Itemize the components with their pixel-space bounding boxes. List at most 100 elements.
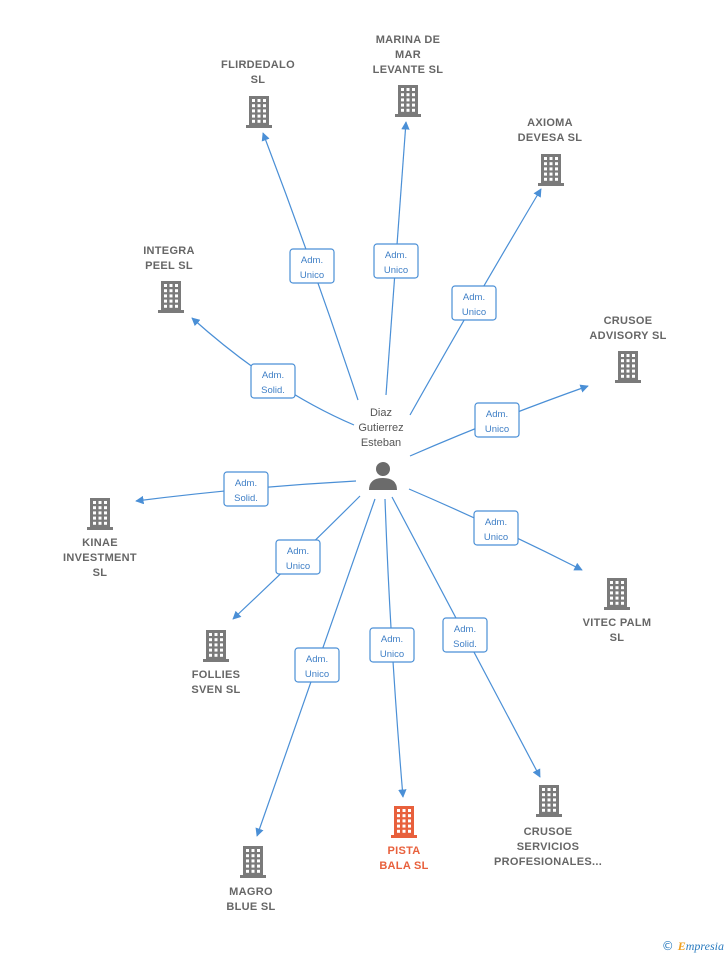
company-label-magro-line: MAGRO (229, 886, 273, 898)
role-text-crusoe-adv: Adm. Unico (485, 409, 509, 435)
role-box-crusoe-serv (442, 617, 488, 653)
role-badge-axioma[interactable]: Adm. Unico (451, 285, 497, 321)
company-label-crusoe-adv-line: ADVISORY SL (589, 330, 666, 342)
role-text-pista-line: Adm. (381, 634, 403, 645)
role-text-vitec-line: Adm. (485, 517, 507, 528)
company-label-follies-line: SVEN SL (191, 684, 240, 696)
company-label-vitec-line: VITEC PALM (583, 617, 652, 629)
building-icon-kinae[interactable] (87, 498, 113, 530)
role-text-marina: Adm.Unico (384, 250, 408, 276)
role-text-axioma: Adm. Unico (462, 292, 486, 318)
role-box-pista (369, 627, 415, 663)
role-badge-vitec[interactable]: Adm. Unico (473, 510, 519, 546)
role-text-magro: Adm. Unico (305, 654, 329, 680)
building-icon-axioma[interactable] (538, 154, 564, 186)
role-box-magro (294, 647, 340, 683)
role-box-crusoe-adv (474, 402, 520, 438)
building-icon-flirdedalo[interactable] (246, 96, 272, 128)
company-label-pista-line: PISTA (387, 845, 420, 857)
role-box-vitec (473, 510, 519, 546)
role-text-axioma-line: Adm. (463, 292, 485, 303)
role-text-crusoe-adv-line: Adm. (486, 409, 508, 420)
role-box-axioma (451, 285, 497, 321)
role-badge-magro[interactable]: Adm. Unico (294, 647, 340, 683)
role-text-magro-line: Unico (305, 669, 329, 680)
building-icon-crusoe-serv[interactable] (536, 785, 562, 817)
building-icon-pista[interactable] (391, 806, 417, 838)
building-icon-magro[interactable] (240, 846, 266, 878)
company-label-pista: PISTA BALA SL (379, 845, 428, 872)
building-icon-crusoe-adv[interactable] (615, 351, 641, 383)
role-text-follies-line: Unico (286, 561, 310, 572)
brand-initial: E (677, 939, 686, 953)
role-box-marina (373, 243, 419, 279)
company-label-crusoe-serv: CRUSOE SERVICIOS PROFESIONALES... (494, 826, 602, 868)
role-text-crusoe-serv: Adm. Solid. (453, 624, 477, 650)
role-badge-follies[interactable]: Adm. Unico (275, 539, 321, 575)
role-text-crusoe-serv-line: Adm. (454, 624, 476, 635)
role-text-magro-line: Adm. (306, 654, 328, 665)
role-badge-pista[interactable]: Adm. Unico (369, 627, 415, 663)
role-text-flirdedalo-line: Adm. (301, 255, 323, 266)
role-badge-crusoe-serv[interactable]: Adm. Solid. (442, 617, 488, 653)
role-text-pista: Adm. Unico (380, 634, 404, 660)
role-text-vitec: Adm. Unico (484, 517, 508, 543)
building-icon-vitec[interactable] (604, 578, 630, 610)
company-label-crusoe-serv-line: CRUSOE (524, 826, 573, 838)
company-label-follies: FOLLIES SVEN SL (191, 669, 240, 696)
company-label-marina-line: MARINA DE (376, 34, 441, 46)
person-name-line: Diaz (370, 407, 392, 419)
role-text-flirdedalo-line: Unico (300, 270, 324, 281)
role-text-vitec-line: Unico (484, 532, 508, 543)
role-text-integra-line: Solid. (261, 385, 285, 396)
company-label-follies-line: FOLLIES (192, 669, 241, 681)
company-label-integra-line: INTEGRA (143, 245, 195, 257)
company-label-integra-line: PEEL SL (145, 260, 193, 272)
role-box-kinae (223, 471, 269, 507)
company-label-crusoe-adv-line: CRUSOE (604, 315, 653, 327)
role-text-crusoe-serv-line: Solid. (453, 639, 477, 650)
company-label-crusoe-serv-line: SERVICIOS (517, 841, 579, 853)
company-label-integra: INTEGRA PEEL SL (143, 245, 195, 272)
company-label-axioma-line: AXIOMA (527, 117, 573, 129)
role-text-flirdedalo: Adm. Unico (300, 255, 324, 281)
role-box-integra (250, 363, 296, 399)
company-label-magro: MAGRO BLUE SL (226, 886, 275, 913)
role-text-kinae-line: Solid. (234, 493, 258, 504)
role-text-pista-line: Unico (380, 649, 404, 660)
company-label-vitec-line: SL (610, 632, 625, 644)
company-label-crusoe-serv-line: PROFESIONALES... (494, 856, 602, 868)
role-badge-marina[interactable]: Adm.Unico (373, 243, 419, 279)
role-badge-integra[interactable]: Adm. Solid. (250, 363, 296, 399)
company-label-kinae-line: SL (93, 567, 108, 579)
building-icon-marina[interactable] (395, 85, 421, 117)
company-label-pista-line: BALA SL (379, 860, 428, 872)
role-badge-crusoe-adv[interactable]: Adm. Unico (474, 402, 520, 438)
brand-name: mpresia (685, 939, 724, 953)
role-text-marina-line: Adm. (385, 250, 407, 261)
company-label-crusoe-adv: CRUSOE ADVISORY SL (589, 315, 666, 342)
company-label-kinae-line: KINAE (82, 537, 118, 549)
company-label-marina-line: LEVANTE SL (373, 64, 444, 76)
role-badge-flirdedalo[interactable]: Adm. Unico (289, 248, 335, 284)
role-text-integra: Adm. Solid. (261, 370, 285, 396)
role-badge-kinae[interactable]: Adm.Solid. (223, 471, 269, 507)
company-label-axioma: AXIOMA DEVESA SL (518, 117, 583, 144)
building-icon-follies[interactable] (203, 630, 229, 662)
company-label-axioma-line: DEVESA SL (518, 132, 583, 144)
role-text-axioma-line: Unico (462, 307, 486, 318)
role-text-crusoe-adv-line: Unico (485, 424, 509, 435)
company-label-flirdedalo-line: SL (251, 74, 266, 86)
role-text-follies-line: Adm. (287, 546, 309, 557)
role-box-flirdedalo (289, 248, 335, 284)
role-text-integra-line: Adm. (262, 370, 284, 381)
person-name-line: Gutierrez (358, 422, 403, 434)
company-label-magro-line: BLUE SL (226, 901, 275, 913)
copyright-icon: © (661, 939, 674, 953)
building-icon-integra[interactable] (158, 281, 184, 313)
